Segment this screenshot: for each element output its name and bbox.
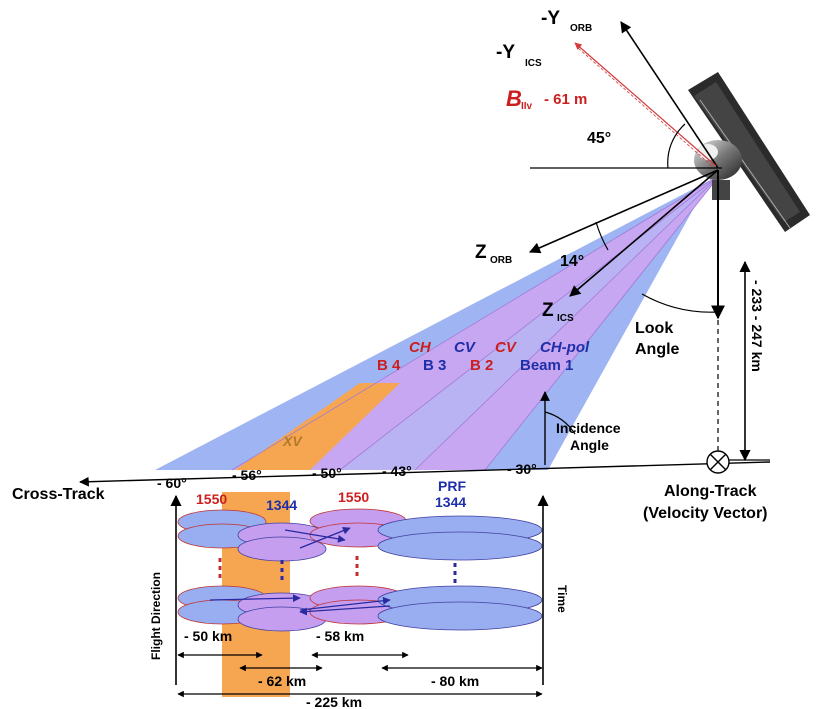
- dist-50-label: - 50 km: [184, 628, 232, 644]
- fan-outer-blue: [155, 172, 720, 470]
- ground-angle-56: - 56°: [232, 467, 262, 483]
- dist-58-label: - 58 km: [316, 628, 364, 644]
- ground-line: [79, 461, 771, 487]
- look-angle-label: Look: [635, 320, 673, 337]
- prf-1344-a: 1344: [266, 497, 297, 513]
- ellipse-row-top: [177, 508, 543, 562]
- y-ics-axis: [574, 42, 717, 167]
- along-track-label: Along-Track: [664, 483, 757, 500]
- beam4-pol: CH: [409, 339, 432, 356]
- arc-incidence: [544, 411, 576, 435]
- y-orb-label: -Y: [541, 8, 560, 29]
- continuation-dots: [218, 556, 457, 585]
- along-track-symbol: [706, 450, 730, 474]
- beam2-pol: CV: [495, 339, 518, 356]
- z-orb-label: Z: [475, 242, 487, 263]
- z-ics-axis: [569, 169, 719, 297]
- dist-225-label: - 225 km: [306, 694, 362, 709]
- dist-80-label: - 80 km: [431, 673, 479, 689]
- y-orb-sub: ORB: [570, 23, 592, 34]
- dist-62-label: - 62 km: [258, 673, 306, 689]
- ground-angle-43: - 43°: [382, 463, 412, 479]
- angle-14-label: 14°: [560, 253, 584, 270]
- beam2-name: B 2: [470, 357, 493, 374]
- xv-label: XV: [282, 433, 303, 449]
- prf-1344-b: 1344: [435, 494, 466, 510]
- z-orb-sub: ORB: [490, 255, 512, 266]
- arc-14: [595, 221, 609, 251]
- ground-angle-50: - 50°: [312, 465, 342, 481]
- arc-45: [667, 123, 686, 169]
- angle-45-label: 45°: [587, 130, 611, 147]
- prf-1550-a: 1550: [196, 491, 227, 507]
- prf-label: PRF: [438, 478, 466, 494]
- ground-angle-30: - 30°: [507, 461, 537, 477]
- ground-angle-60: - 60°: [157, 475, 187, 491]
- arc-look: [641, 293, 719, 313]
- y-ics-label: -Y: [496, 42, 515, 63]
- prf-1550-b: 1550: [338, 489, 369, 505]
- z-orb-axis: [528, 169, 719, 254]
- baseline-value: - 61 m: [544, 91, 587, 108]
- beam3-pol: CV: [454, 339, 477, 356]
- baseline-sub: IIv: [521, 101, 533, 112]
- z-ics-label: Z: [542, 300, 554, 321]
- incidence-angle-label-2: Angle: [570, 437, 609, 453]
- beam1-name: Beam 1: [520, 357, 573, 374]
- satellite-icon: [688, 72, 810, 232]
- y-orb-axis: [620, 21, 719, 169]
- xv-strip: [235, 383, 400, 470]
- baseline-b: B: [506, 86, 522, 111]
- flight-direction-label: Flight Direction: [149, 572, 163, 660]
- velocity-label: (Velocity Vector): [643, 505, 768, 522]
- look-angle-label-2: Angle: [635, 341, 680, 358]
- y-ics-sub: ICS: [525, 58, 542, 69]
- beam4-name: B 4: [377, 357, 401, 374]
- incidence-angle-label: Incidence: [556, 420, 621, 436]
- ellipse-row-bottom: [177, 585, 543, 632]
- beam3-name: B 3: [423, 357, 446, 374]
- altitude-label: - 233 - 247 km: [749, 280, 765, 372]
- cross-track-label: Cross-Track: [12, 486, 105, 503]
- time-label: Time: [555, 585, 569, 613]
- beam1-pol: CH-pol: [540, 339, 590, 356]
- z-ics-sub: ICS: [557, 313, 574, 324]
